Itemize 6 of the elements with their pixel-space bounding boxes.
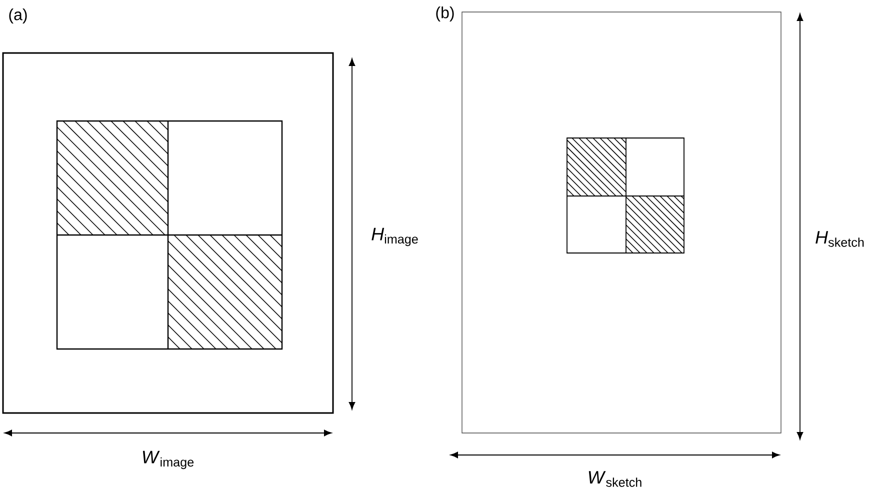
panel-label: (a) xyxy=(9,8,27,24)
panel-label: (b) xyxy=(436,6,454,22)
dimension-label: W$_{sketch}$ xyxy=(588,471,642,487)
dimension-label: H$_{image}$ xyxy=(372,228,418,246)
dimension-label: W$_{image}$ xyxy=(142,450,194,470)
dimension-label: H$_{sketch}$ xyxy=(816,231,864,247)
